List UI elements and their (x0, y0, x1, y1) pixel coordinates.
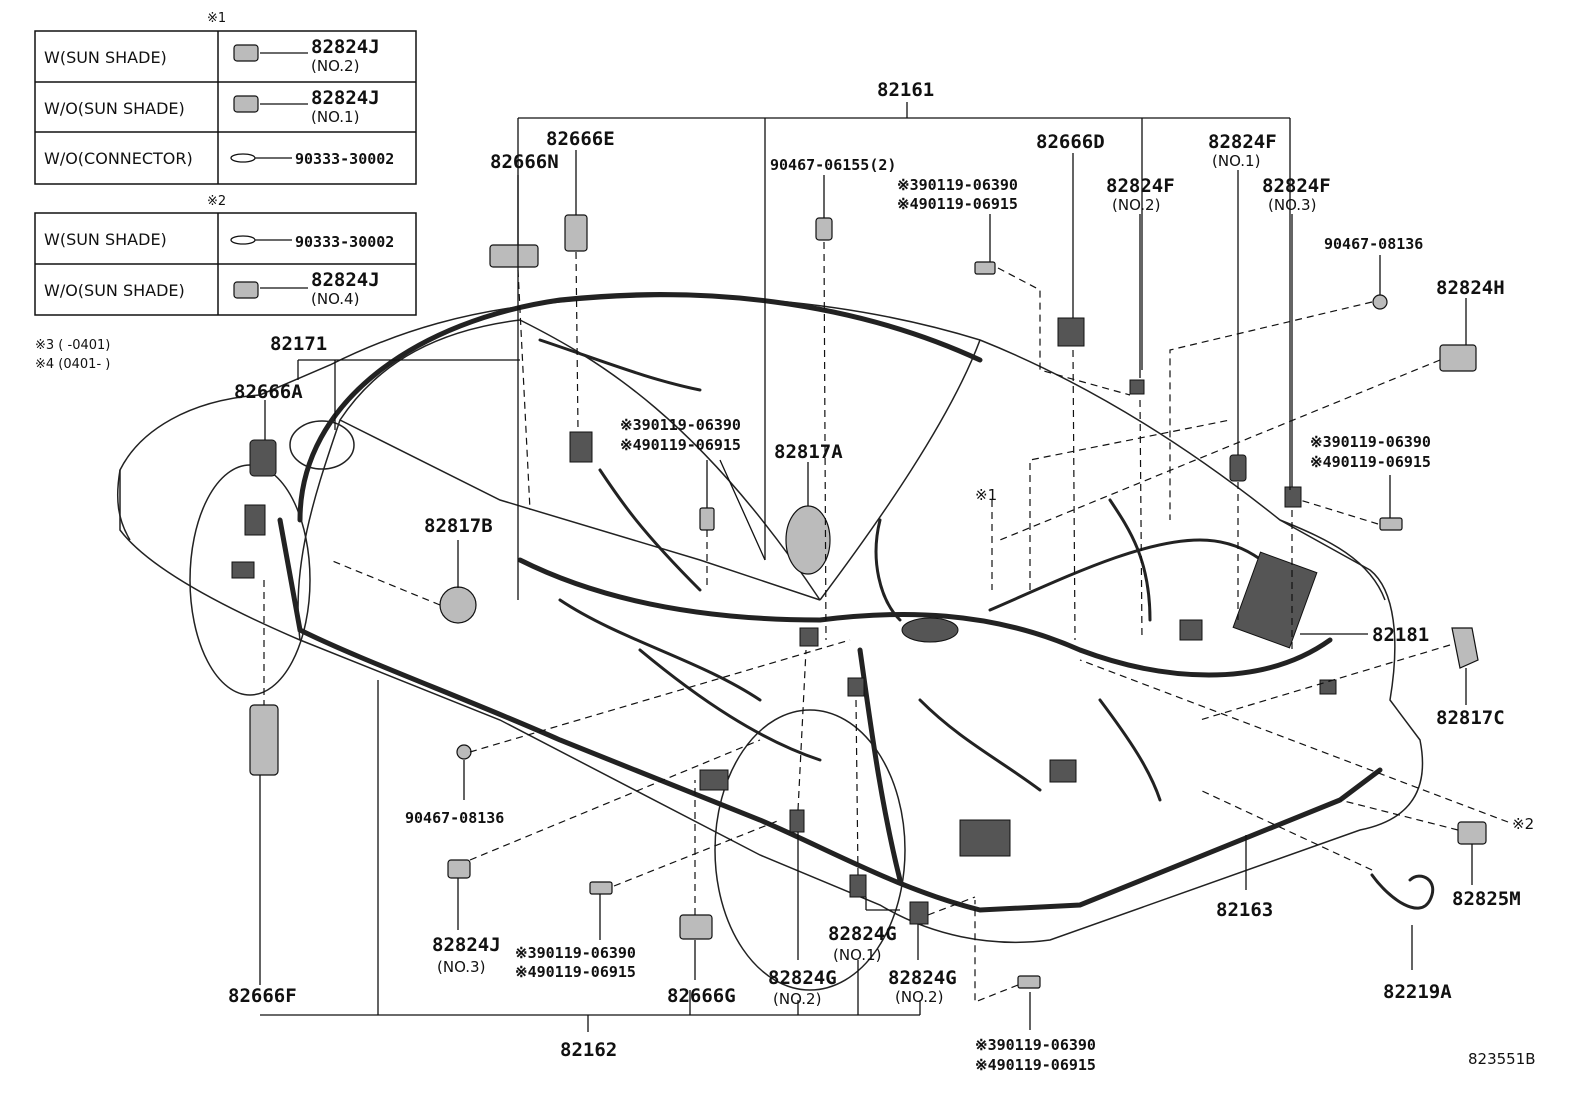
table2-part-0: 90333-30002 (295, 233, 394, 251)
note-4: ※4 (0401- ) (35, 357, 110, 372)
table2-mark: ※2 (207, 194, 226, 209)
part-82817A (785, 505, 831, 575)
clip-icon (230, 153, 256, 163)
label-82824H: 82824H (1436, 277, 1505, 299)
label-screw-mid-4: ※490119-06915 (620, 436, 741, 454)
label-82824F-no2: 82824F (1106, 175, 1175, 197)
label-screw-right-3: ※390119-06390 (1310, 433, 1431, 451)
table2-part-1: 82824J (311, 269, 380, 291)
table1-sub-0: (NO.2) (311, 57, 359, 75)
label-screw-bl-4: ※490119-06915 (515, 963, 636, 981)
label-90467-08136-left: 90467-08136 (405, 809, 504, 827)
table2-cond-1: W/O(SUN SHADE) (44, 281, 185, 300)
label-82824F-no3: 82824F (1262, 175, 1331, 197)
bolt-icon (974, 261, 996, 275)
table1-part-1: 82824J (311, 87, 380, 109)
label-screw-right-4: ※490119-06915 (1310, 453, 1431, 471)
connector-icon (233, 281, 259, 299)
label-screw-bl-3: ※390119-06390 (515, 944, 636, 962)
part-82666G (679, 914, 713, 940)
rear-wheel (714, 709, 906, 991)
label-82817B: 82817B (424, 515, 493, 537)
label-82666F: 82666F (228, 985, 297, 1007)
label-82666N: 82666N (490, 151, 559, 173)
part-82824H (1439, 344, 1477, 372)
figure-number: 823551B (1468, 1050, 1536, 1068)
callout-labels: 82161 82171 82666A 82666N 82666E 90467-0… (228, 79, 1536, 1074)
label-screw-bot-3: ※390119-06390 (975, 1036, 1096, 1054)
label-82162: 82162 (560, 1039, 617, 1061)
table1-mark: ※1 (207, 11, 226, 26)
car-body-outline (116, 295, 1424, 991)
part-82219A (1370, 873, 1434, 910)
table1-cond-1: W/O(SUN SHADE) (44, 99, 185, 118)
label-82817C: 82817C (1436, 707, 1505, 729)
label-82824G-no2-a-sub: (NO.2) (773, 990, 821, 1008)
table-sun-shade-1: ※1 W(SUN SHADE) W/O(SUN SHADE) W/O(CONNE… (34, 11, 417, 185)
bolt-icon (1017, 975, 1041, 989)
label-82181: 82181 (1372, 624, 1429, 646)
label-star-1: ※1 (975, 486, 997, 504)
label-82824G-no1: 82824G (828, 923, 897, 945)
label-82817A: 82817A (774, 441, 843, 463)
label-screw-top-4: ※490119-06915 (897, 195, 1018, 213)
label-82666D: 82666D (1036, 131, 1105, 153)
label-82824F-no3-sub: (NO.3) (1268, 196, 1316, 214)
table1-sub-1: (NO.1) (311, 108, 359, 126)
part-82666F (249, 704, 279, 776)
bolt-icon (589, 881, 613, 895)
table1-cond-2: W/O(CONNECTOR) (44, 149, 193, 168)
clip-icon (230, 235, 256, 245)
table1-cond-0: W(SUN SHADE) (44, 48, 167, 67)
table2-cond-0: W(SUN SHADE) (44, 230, 167, 249)
label-screw-top-3: ※390119-06390 (897, 176, 1018, 194)
table1-part-0: 82824J (311, 36, 380, 58)
bolt-icon (1379, 517, 1403, 531)
leader-lines (259, 102, 1509, 1032)
bolt-icon (699, 507, 715, 531)
label-82219A: 82219A (1383, 981, 1452, 1003)
label-82824F-no2-sub: (NO.2) (1112, 196, 1160, 214)
clip-90467-06155 (815, 217, 833, 241)
part-82817B (439, 586, 477, 624)
part-82666E (564, 214, 588, 252)
table1-part-2: 90333-30002 (295, 150, 394, 168)
label-82824G-no2-b-sub: (NO.2) (895, 988, 943, 1006)
clip-90467-08136 (1372, 294, 1388, 310)
part-82666N (489, 244, 539, 268)
part-82824J-no3 (447, 859, 471, 879)
label-82824G-no1-sub: (NO.1) (833, 946, 881, 964)
note-3: ※3 ( -0401) (35, 338, 110, 353)
label-star-2: ※2 (1512, 815, 1534, 833)
label-82666A: 82666A (234, 381, 303, 403)
part-82825M (1457, 821, 1487, 845)
label-82163: 82163 (1216, 899, 1273, 921)
label-screw-mid-3: ※390119-06390 (620, 416, 741, 434)
label-82161: 82161 (877, 79, 934, 101)
connector-icon (233, 44, 259, 62)
clip-90467-08136 (456, 744, 472, 760)
label-82666E: 82666E (546, 128, 615, 150)
label-82825M: 82825M (1452, 888, 1521, 910)
label-82824J-no3: 82824J (432, 934, 501, 956)
label-90467-06155: 90467-06155(2) (770, 156, 896, 174)
label-82824J-no3-sub: (NO.3) (437, 958, 485, 976)
label-82824G-no2-b: 82824G (888, 967, 957, 989)
connector-icon (233, 95, 259, 113)
side-mirror (289, 420, 355, 470)
table2-sub-1: (NO.4) (311, 290, 359, 308)
part-82817C (1451, 627, 1479, 669)
label-82824G-no2-a: 82824G (768, 967, 837, 989)
label-82666G: 82666G (667, 985, 736, 1007)
label-82824F-no1-sub: (NO.1) (1212, 152, 1260, 170)
wire-harness (231, 214, 1487, 989)
label-82171: 82171 (270, 333, 327, 355)
table-sun-shade-2: ※2 W(SUN SHADE) W/O(SUN SHADE) 90333-300… (34, 194, 417, 316)
label-82824F-no1: 82824F (1208, 131, 1277, 153)
label-90467-08136-right: 90467-08136 (1324, 235, 1423, 253)
label-screw-bot-4: ※490119-06915 (975, 1056, 1096, 1074)
